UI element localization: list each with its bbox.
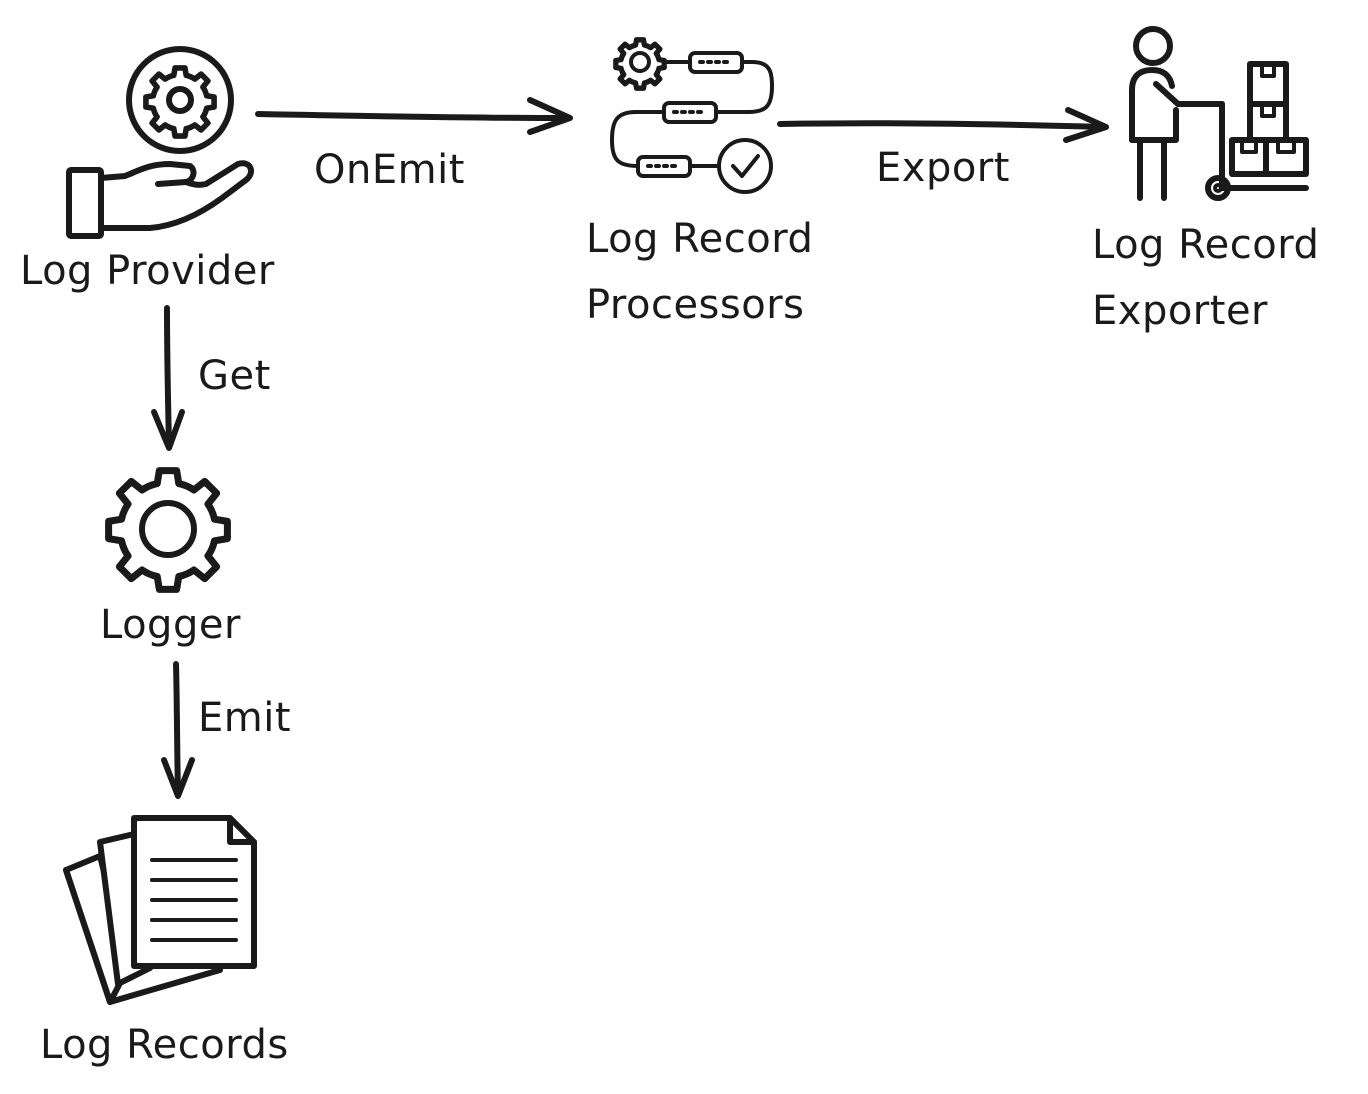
log-record-processors-label-line2: Processors: [586, 282, 805, 328]
log-provider-label: Log Provider: [20, 248, 275, 294]
edge-onemit-label: OnEmit: [314, 147, 465, 193]
log-record-exporter-label-line1: Log Record: [1092, 222, 1320, 268]
log-record-processors-label-line1: Log Record: [586, 216, 814, 262]
edge-emit-arrow: [161, 661, 195, 799]
edge-get-label: Get: [198, 353, 271, 399]
edge-export-arrow: [777, 107, 1109, 143]
gear-icon: [109, 471, 228, 590]
hand-gear-icon: [66, 46, 255, 239]
edge-export-label: Export: [876, 145, 1010, 191]
edge-emit-label: Emit: [198, 695, 292, 741]
logger-label: Logger: [100, 602, 241, 648]
pipeline-icon: [610, 40, 774, 194]
documents-icon: [63, 815, 257, 1005]
log-record-exporter-label-line2: Exporter: [1092, 288, 1268, 334]
log-records-label: Log Records: [40, 1022, 289, 1068]
edge-get-arrow: [151, 305, 185, 451]
person-cart-icon: [1129, 26, 1309, 201]
edge-onemit-arrow: [255, 97, 573, 135]
